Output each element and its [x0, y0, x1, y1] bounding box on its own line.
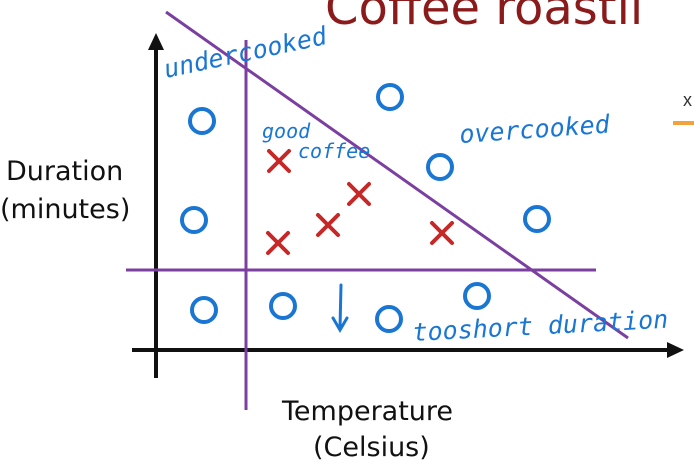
down-arrow-icon: [331, 283, 349, 333]
y-axis-label-line1: Duration: [6, 156, 123, 187]
circle-marker: [375, 305, 403, 333]
circle-marker: [190, 296, 218, 324]
circle-marker: [188, 107, 216, 135]
axes: [132, 33, 684, 378]
slide-title: Coffee roastii: [325, 0, 643, 36]
x-axis-label-line2: (Celsius): [313, 432, 430, 463]
annotation-good-coffee-line1: good: [262, 119, 311, 143]
cross-markers: [266, 149, 454, 255]
circle-marker: [523, 205, 551, 233]
y-axis-arrowhead: [148, 33, 164, 50]
circle-marker: [463, 282, 491, 310]
decision-boundaries: [126, 10, 629, 410]
edge-vector-glyph: x: [683, 90, 692, 110]
annotation-good-coffee-line2: coffee: [298, 139, 370, 163]
cross-marker: [316, 213, 340, 237]
annotation-overcooked: overcooked: [458, 109, 611, 148]
x-axis-label-line1: Temperature: [281, 396, 453, 427]
cross-marker: [266, 231, 290, 255]
circle-marker: [376, 83, 404, 111]
circle-marker: [269, 292, 297, 320]
cross-marker: [267, 149, 291, 173]
overcooked-diagonal-line: [165, 10, 629, 340]
cross-marker: [430, 221, 454, 245]
cross-marker: [347, 182, 371, 206]
circle-markers: [180, 83, 551, 333]
y-axis-label-line2: (minutes): [0, 194, 130, 225]
circle-marker: [426, 153, 454, 181]
x-axis-arrowhead: [667, 342, 684, 358]
annotation-too-short-duration: tooshort duration: [412, 305, 669, 347]
circle-marker: [180, 206, 208, 234]
